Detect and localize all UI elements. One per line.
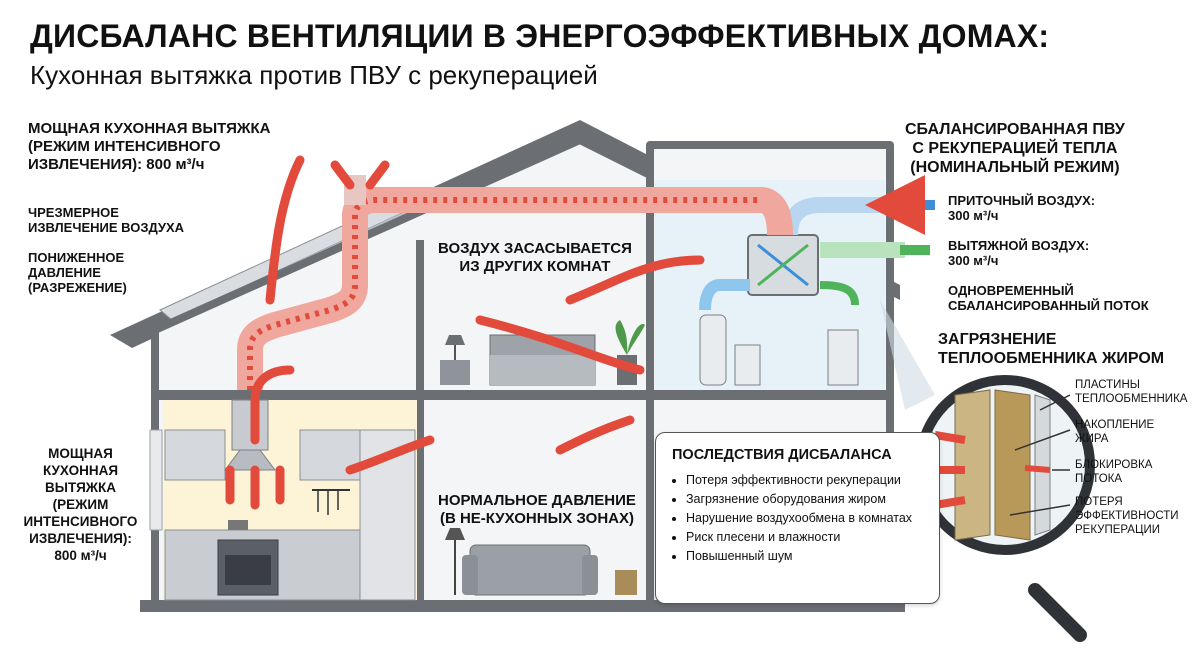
label-plates: ПЛАСТИНЫ ТЕПЛООБМЕННИКА: [1075, 379, 1188, 405]
kitchen-updraft-arrow: [250, 365, 295, 445]
balanced-flow-arrow: [819, 281, 859, 306]
bedroom-draw-arrow: [475, 315, 645, 375]
consequences-title: ПОСЛЕДСТВИЯ ДИСБАЛАНСА: [672, 447, 892, 463]
kitchen: [149, 399, 416, 601]
label-hood-left: МОЩНАЯ КУХОННАЯ ВЫТЯЖКА (РЕЖИМ ИНТЕНСИВН…: [23, 446, 138, 563]
excess-extraction-arrow: [265, 155, 305, 305]
page-subtitle: Кухонная вытяжка против ПВУ с рекупераци…: [30, 60, 598, 90]
label-exhaust-air: ВЫТЯЖНОЙ ВОЗДУХ: 300 м³/ч: [948, 238, 1090, 268]
air-sucked-arrow: [565, 255, 705, 305]
consequence-item: Риск плесени и влажности: [686, 530, 941, 545]
label-excess-extraction: ЧРЕЗМЕРНОЕ ИЗВЛЕЧЕНИЕ ВОЗДУХА: [28, 205, 185, 235]
label-hood-top: МОЩНАЯ КУХОННАЯ ВЫТЯЖКА (РЕЖИМ ИНТЕНСИВН…: [28, 120, 271, 173]
consequence-item: Нарушение воздухообмена в комнатах: [686, 511, 941, 526]
living-room: [445, 528, 637, 596]
consequence-item: Загрязнение оборудования жиром: [686, 492, 941, 507]
label-supply-air: ПРИТОЧНЫЙ ВОЗДУХ: 300 м³/ч: [948, 193, 1096, 223]
roof-arrow-2: [365, 160, 390, 190]
label-mvhr: СБАЛАНСИРОВАННАЯ ПВУ С РЕКУПЕРАЦИЕЙ ТЕПЛ…: [905, 121, 1125, 176]
consequence-item: Потеря эффективности рекуперации: [686, 473, 941, 488]
living-draw-arrow-1: [555, 415, 635, 455]
label-grease-title: ЗАГРЯЗНЕНИЕ ТЕПЛООБМЕННИКА ЖИРОМ: [938, 331, 1165, 367]
zoom-leader-lines: [1009, 394, 1071, 516]
consequences-card: ПОСЛЕДСТВИЯ ДИСБАЛАНСА Потеря эффективно…: [655, 432, 940, 604]
page-title: ДИСБАЛАНС ВЕНТИЛЯЦИИ В ЭНЕРГОЭФФЕКТИВНЫХ…: [30, 18, 1050, 54]
label-blockage: БЛОКИРОВКА ПОТОКА: [1075, 459, 1153, 485]
label-air-sucked: ВОЗДУХ ЗАСАСЫВАЕТСЯ ИЗ ДРУГИХ КОМНАТ: [438, 240, 632, 275]
utility-equipment: [699, 314, 859, 386]
label-accumulation: НАКОПЛЕНИЕ ЖИРА: [1075, 419, 1155, 445]
magnifier: [880, 300, 1095, 642]
mvhr-supply-branch: [699, 279, 750, 311]
label-low-pressure: ПОНИЖЕННОЕ ДАВЛЕНИЕ (РАЗРЕЖЕНИЕ): [28, 250, 127, 295]
consequences-list: Потеря эффективности рекуперации Загрязн…: [670, 473, 941, 568]
consequence-item: Повышенный шум: [686, 549, 941, 564]
bedroom: [440, 320, 645, 386]
label-efficiency-loss: ПОТЕРЯ ЭФФЕКТИВНОСТИ РЕКУПЕРАЦИИ: [1075, 496, 1179, 536]
label-balanced-flow: ОДНОВРЕМЕННЫЙ СБАЛАНСИРОВАННЫЙ ПОТОК: [948, 283, 1149, 313]
label-normal-pressure: НОРМАЛЬНОЕ ДАВЛЕНИЕ (В НЕ-КУХОННЫХ ЗОНАХ…: [438, 492, 636, 527]
living-draw-arrow-2: [345, 435, 435, 475]
roof-arrow-1: [330, 160, 355, 190]
mvhr-unit: [747, 234, 819, 296]
